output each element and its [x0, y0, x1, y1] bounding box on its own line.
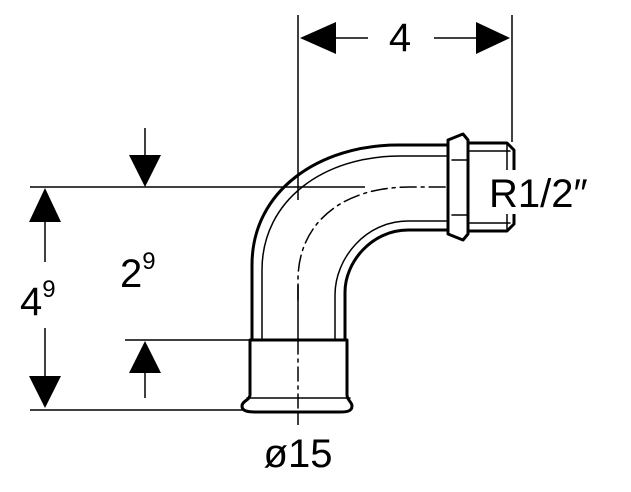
arrowhead-up [29, 188, 61, 222]
thread-label-backdrop [487, 170, 611, 214]
thread-label: R1/2″ [489, 172, 588, 216]
offset-arrowhead-up [129, 341, 161, 373]
hex-nut [446, 132, 470, 242]
total-height-label: 49 [20, 276, 56, 324]
elbow-inner-wall-inside [334, 220, 447, 339]
press-collar [240, 338, 354, 414]
upper-offset-base: 2 [120, 252, 142, 296]
diameter-label: ø15 [264, 432, 333, 476]
fitting-body [240, 132, 516, 414]
top-width-label: 4 [389, 16, 411, 60]
arrowhead-down [29, 376, 61, 408]
total-height-base: 4 [20, 280, 42, 324]
offset-arrowhead-down [129, 155, 161, 187]
elbow-outer-wall-inside [261, 155, 447, 339]
elbow-centerline [297, 186, 476, 301]
upper-offset-sup: 9 [142, 248, 155, 275]
top-dimension: 4 [300, 16, 510, 60]
arrowhead-right [476, 22, 510, 54]
total-height-sup: 9 [42, 276, 55, 303]
elbow-outer-wall [250, 143, 450, 342]
upper-offset-label: 29 [120, 248, 156, 296]
left-dimension: 49 [20, 188, 61, 408]
elbow-inner-wall [343, 228, 450, 342]
offset-dimension: 29 [120, 128, 161, 398]
arrowhead-left [300, 22, 336, 54]
